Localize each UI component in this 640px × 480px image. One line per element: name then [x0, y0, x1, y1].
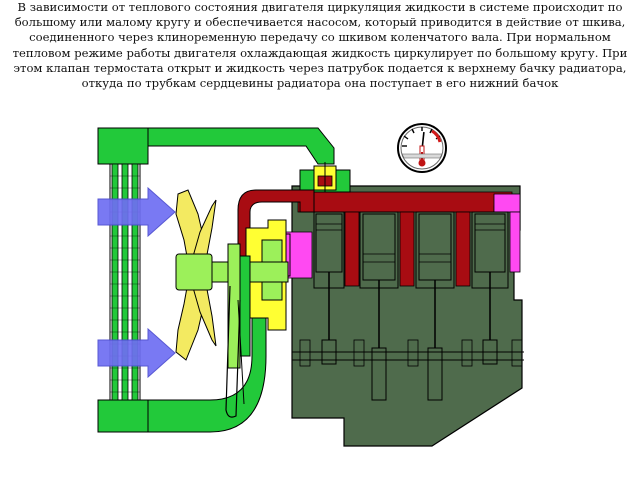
caption-text: В зависимости от теплового состояния дви… — [12, 0, 628, 91]
drive-belt — [225, 285, 245, 418]
head-coolant-warm — [493, 193, 521, 213]
piston — [362, 213, 396, 281]
cylinder-2 — [359, 211, 399, 401]
upper-hose — [147, 127, 335, 165]
radiator-tube — [121, 163, 129, 401]
cylinder-4 — [471, 211, 509, 365]
cylinder-3 — [415, 211, 455, 401]
head-coolant-hot — [297, 191, 513, 213]
radiator-bottom-tank — [97, 399, 149, 433]
air-flow-arrow-upper — [97, 186, 176, 238]
fan-icon — [175, 189, 217, 361]
temperature-gauge-icon — [397, 123, 447, 173]
piston — [315, 213, 343, 273]
radiator-top-tank — [97, 127, 149, 165]
block-jacket-hot — [455, 211, 471, 287]
piston — [418, 213, 452, 281]
engine-block — [285, 185, 524, 447]
arrow-right-icon — [97, 327, 176, 379]
thermostat — [299, 162, 351, 193]
arrow-right-icon — [97, 186, 176, 238]
water-pump — [207, 219, 291, 369]
cylinder-1 — [313, 211, 345, 365]
radiator-tube — [111, 163, 119, 401]
block-jacket-hot — [344, 211, 360, 287]
piston — [474, 213, 506, 273]
block-jacket-hot — [399, 211, 415, 287]
block-jacket-warm — [509, 211, 521, 273]
radiator — [97, 127, 149, 433]
pulley-groove — [239, 255, 251, 357]
air-flow-arrow-lower — [97, 327, 176, 379]
radiator-tube — [131, 163, 139, 401]
fan-hub — [175, 253, 213, 291]
